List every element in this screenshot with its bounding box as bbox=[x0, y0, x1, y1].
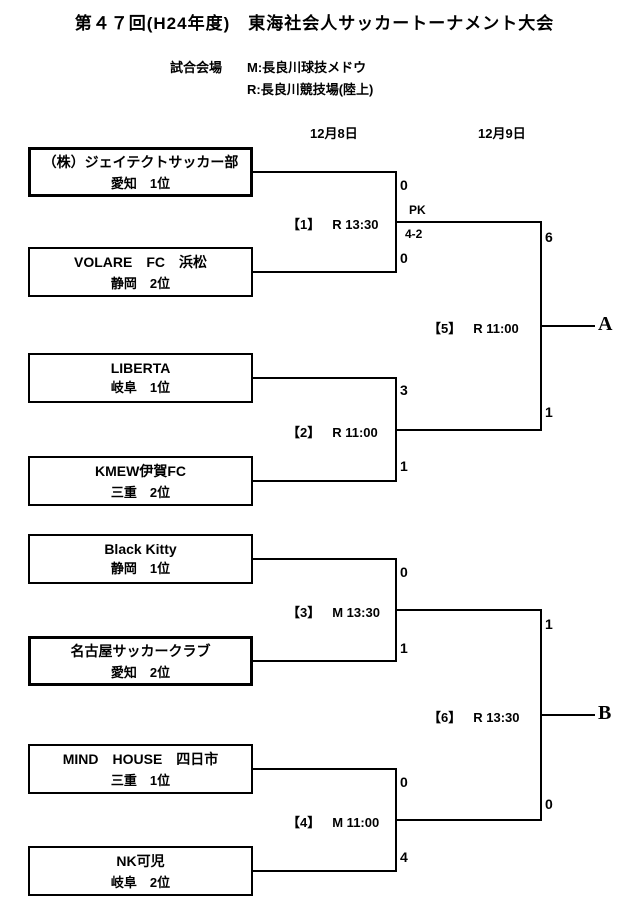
team-box-4: KMEW伊賀FC 三重 2位 bbox=[28, 456, 253, 506]
match-5-score-bottom: 1 bbox=[545, 404, 553, 420]
match-4-label: 【4】 M 11:00 bbox=[287, 812, 379, 831]
bracket-line bbox=[395, 609, 542, 611]
match-slot: M 11:00 bbox=[332, 815, 380, 830]
match-6-label: 【6】 R 13:30 bbox=[428, 707, 519, 726]
date-day2: 12月9日 bbox=[478, 126, 526, 141]
match-1-score-bottom: 0 bbox=[400, 250, 408, 266]
bracket-line bbox=[252, 768, 397, 770]
team-name: Black Kitty bbox=[104, 541, 177, 557]
team-box-8: NK可児 岐阜 2位 bbox=[28, 846, 253, 896]
team-name: MIND HOUSE 四日市 bbox=[62, 751, 219, 767]
bracket-line bbox=[540, 325, 595, 327]
bracket-line bbox=[395, 429, 542, 431]
bracket-line bbox=[252, 271, 397, 273]
match-slot: R 11:00 bbox=[332, 425, 378, 440]
match-2-score-bottom: 1 bbox=[400, 458, 408, 474]
team-seed: 愛知 2位 bbox=[110, 665, 171, 680]
team-seed: 三重 2位 bbox=[110, 485, 171, 500]
team-box-1: （株）ジェイテクトサッカー部 愛知 1位 bbox=[28, 147, 253, 197]
match-slot: M 13:30 bbox=[332, 605, 380, 620]
match-1-label: 【1】 R 13:30 bbox=[287, 214, 378, 233]
bracket-line bbox=[252, 660, 397, 662]
winner-a-label: A bbox=[598, 313, 613, 335]
match-no: 【6】 bbox=[428, 710, 462, 725]
match-1-pk-label: PK bbox=[409, 203, 426, 217]
match-3-score-bottom: 1 bbox=[400, 640, 408, 656]
team-seed: 三重 1位 bbox=[110, 773, 171, 788]
team-name: VOLARE FC 浜松 bbox=[74, 254, 207, 270]
team-seed: 愛知 1位 bbox=[110, 176, 171, 191]
match-3-score-top: 0 bbox=[400, 564, 408, 580]
team-box-7: MIND HOUSE 四日市 三重 1位 bbox=[28, 744, 253, 794]
match-5-score-top: 6 bbox=[545, 229, 553, 245]
bracket-line bbox=[252, 870, 397, 872]
match-2-score-top: 3 bbox=[400, 382, 408, 398]
match-no: 【3】 bbox=[287, 605, 321, 620]
team-box-6: 名古屋サッカークラブ 愛知 2位 bbox=[28, 636, 253, 686]
bracket-line bbox=[395, 221, 542, 223]
venue-line-m: M:長良川球技メドウ bbox=[247, 60, 367, 75]
team-box-3: LIBERTA 岐阜 1位 bbox=[28, 353, 253, 403]
match-4-score-top: 0 bbox=[400, 774, 408, 790]
match-6-score-top: 1 bbox=[545, 616, 553, 632]
team-name: KMEW伊賀FC bbox=[95, 463, 186, 479]
bracket-line bbox=[252, 480, 397, 482]
match-slot: R 13:30 bbox=[332, 217, 379, 232]
team-seed: 岐阜 1位 bbox=[110, 380, 171, 395]
match-2-label: 【2】 R 11:00 bbox=[287, 422, 378, 441]
team-box-2: VOLARE FC 浜松 静岡 2位 bbox=[28, 247, 253, 297]
team-name: NK可児 bbox=[116, 853, 165, 869]
match-6-score-bottom: 0 bbox=[545, 796, 553, 812]
match-no: 【5】 bbox=[428, 321, 462, 336]
bracket-line bbox=[252, 377, 397, 379]
team-seed: 静岡 1位 bbox=[110, 561, 171, 576]
date-day1: 12月8日 bbox=[310, 126, 358, 141]
match-no: 【1】 bbox=[287, 217, 321, 232]
winner-b-label: B bbox=[598, 702, 612, 724]
team-box-5: Black Kitty 静岡 1位 bbox=[28, 534, 253, 584]
match-no: 【2】 bbox=[287, 425, 321, 440]
bracket-line bbox=[252, 558, 397, 560]
venue-line-r: R:長良川競技場(陸上) bbox=[247, 82, 374, 97]
match-4-score-bottom: 4 bbox=[400, 849, 408, 865]
team-seed: 岐阜 2位 bbox=[110, 875, 171, 890]
match-slot: R 11:00 bbox=[473, 321, 519, 336]
match-1-score-top: 0 bbox=[400, 177, 408, 193]
match-1-pk-score: 4-2 bbox=[405, 227, 423, 241]
match-slot: R 13:30 bbox=[473, 710, 520, 725]
bracket-line bbox=[395, 819, 542, 821]
team-name: （株）ジェイテクトサッカー部 bbox=[42, 154, 239, 170]
team-name: 名古屋サッカークラブ bbox=[70, 643, 211, 659]
bracket-line bbox=[252, 171, 397, 173]
match-5-label: 【5】 R 11:00 bbox=[428, 318, 519, 337]
tournament-title: 第４７回(H24年度) 東海社会人サッカートーナメント大会 bbox=[74, 14, 555, 33]
match-3-label: 【3】 M 13:30 bbox=[287, 602, 380, 621]
team-seed: 静岡 2位 bbox=[110, 276, 171, 291]
match-no: 【4】 bbox=[287, 815, 321, 830]
team-name: LIBERTA bbox=[110, 360, 171, 376]
bracket-line bbox=[540, 714, 595, 716]
venue-label: 試合会場 bbox=[170, 60, 223, 75]
